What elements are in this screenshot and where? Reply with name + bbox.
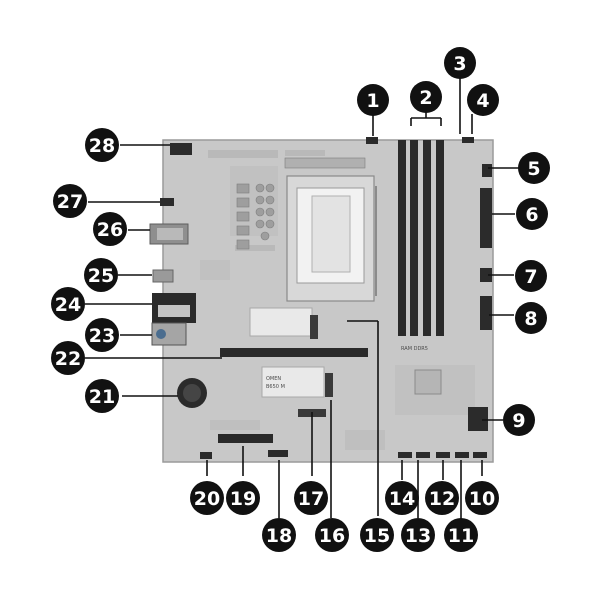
callout-label-28: 28 bbox=[89, 135, 115, 157]
callout-label-18: 18 bbox=[266, 525, 292, 547]
callout-13: 13 bbox=[401, 518, 435, 552]
rear-io bbox=[149, 198, 196, 346]
callout-label-5: 5 bbox=[527, 158, 540, 180]
callout-21: 21 bbox=[85, 379, 119, 413]
callout-label-24: 24 bbox=[55, 294, 81, 316]
callout-12: 12 bbox=[425, 481, 459, 515]
callout-label-21: 21 bbox=[89, 386, 115, 408]
leader-lines bbox=[85, 76, 520, 520]
callout-label-17: 17 bbox=[298, 488, 324, 510]
cpu-socket bbox=[286, 175, 377, 302]
callout-label-10: 10 bbox=[469, 488, 495, 510]
callout-10: 10 bbox=[465, 481, 499, 515]
callout-label-16: 16 bbox=[319, 525, 345, 547]
callout-27: 27 bbox=[53, 184, 87, 218]
callout-6: 6 bbox=[516, 198, 548, 230]
callout-1: 1 bbox=[357, 84, 389, 116]
cmos-battery bbox=[177, 378, 207, 408]
callout-label-12: 12 bbox=[429, 488, 455, 510]
board-brand: OMEN bbox=[266, 376, 281, 382]
callout-18: 18 bbox=[262, 518, 296, 552]
chipset bbox=[414, 369, 442, 395]
callout-label-9: 9 bbox=[512, 410, 525, 432]
callout-label-3: 3 bbox=[453, 53, 466, 75]
pcie-x1-slot bbox=[218, 434, 273, 443]
callout-label-6: 6 bbox=[525, 204, 538, 226]
callout-16: 16 bbox=[315, 518, 349, 552]
vrm-components bbox=[236, 157, 366, 250]
callout-label-1: 1 bbox=[366, 90, 379, 112]
callout-17: 17 bbox=[294, 481, 328, 515]
callout-19: 19 bbox=[226, 481, 260, 515]
callout-28: 28 bbox=[85, 128, 119, 162]
callout-label-22: 22 bbox=[55, 348, 81, 370]
callout-8: 8 bbox=[515, 302, 547, 334]
callout-22: 22 bbox=[51, 341, 85, 375]
dimm-label: RAM DDR5 bbox=[401, 346, 428, 352]
top-header bbox=[366, 137, 378, 144]
m2-slots bbox=[249, 307, 333, 417]
bottom-headers bbox=[200, 450, 487, 459]
callout-7: 7 bbox=[515, 260, 547, 292]
callout-label-7: 7 bbox=[524, 266, 537, 288]
callout-2: 2 bbox=[410, 81, 442, 113]
callout-label-4: 4 bbox=[476, 90, 489, 112]
top-left-header bbox=[170, 143, 192, 155]
right-edge-connectors bbox=[462, 137, 492, 431]
callout-14: 14 bbox=[385, 481, 419, 515]
callout-20: 20 bbox=[190, 481, 224, 515]
callout-15: 15 bbox=[360, 518, 394, 552]
callouts: 1 2 3 4 5 6 7 8 9 10 11 12 13 14 15 16 1… bbox=[51, 47, 550, 552]
callout-label-19: 19 bbox=[230, 488, 256, 510]
callout-5: 5 bbox=[518, 152, 550, 184]
callout-23: 23 bbox=[85, 318, 119, 352]
callout-label-27: 27 bbox=[57, 191, 83, 213]
callout-label-23: 23 bbox=[89, 325, 115, 347]
callout-label-15: 15 bbox=[364, 525, 390, 547]
callout-label-2: 2 bbox=[419, 87, 432, 109]
board-model: B650 M bbox=[266, 384, 285, 390]
callout-25: 25 bbox=[84, 258, 118, 292]
pcie-x16-slot bbox=[220, 348, 368, 357]
callout-label-14: 14 bbox=[389, 488, 415, 510]
callout-label-20: 20 bbox=[194, 488, 220, 510]
callout-label-8: 8 bbox=[524, 308, 537, 330]
callout-label-13: 13 bbox=[405, 525, 431, 547]
callout-label-11: 11 bbox=[448, 525, 474, 547]
callout-24: 24 bbox=[51, 287, 85, 321]
callout-3: 3 bbox=[444, 47, 476, 79]
callout-4: 4 bbox=[467, 84, 499, 116]
callout-26: 26 bbox=[93, 212, 127, 246]
callout-11: 11 bbox=[444, 518, 478, 552]
callout-label-26: 26 bbox=[97, 219, 123, 241]
callout-9: 9 bbox=[503, 404, 535, 436]
callout-label-25: 25 bbox=[88, 265, 114, 287]
dimm-slots bbox=[398, 140, 444, 336]
